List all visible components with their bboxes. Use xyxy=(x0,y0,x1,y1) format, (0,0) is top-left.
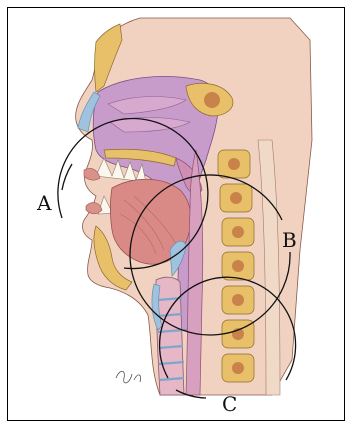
vertebra-marrow xyxy=(232,294,244,306)
label-a: A xyxy=(36,191,52,215)
label-c: C xyxy=(222,392,237,416)
vertebra-marrow xyxy=(232,260,244,272)
sinus-marrow xyxy=(204,92,220,108)
label-b: B xyxy=(282,228,297,252)
vertebra-marrow xyxy=(228,158,240,170)
artist-signature xyxy=(116,371,141,383)
vertebra-marrow xyxy=(232,362,244,374)
vertebra-marrow xyxy=(230,192,242,204)
region-circle-a-tail xyxy=(62,164,72,190)
vertebra-marrow xyxy=(232,226,244,238)
